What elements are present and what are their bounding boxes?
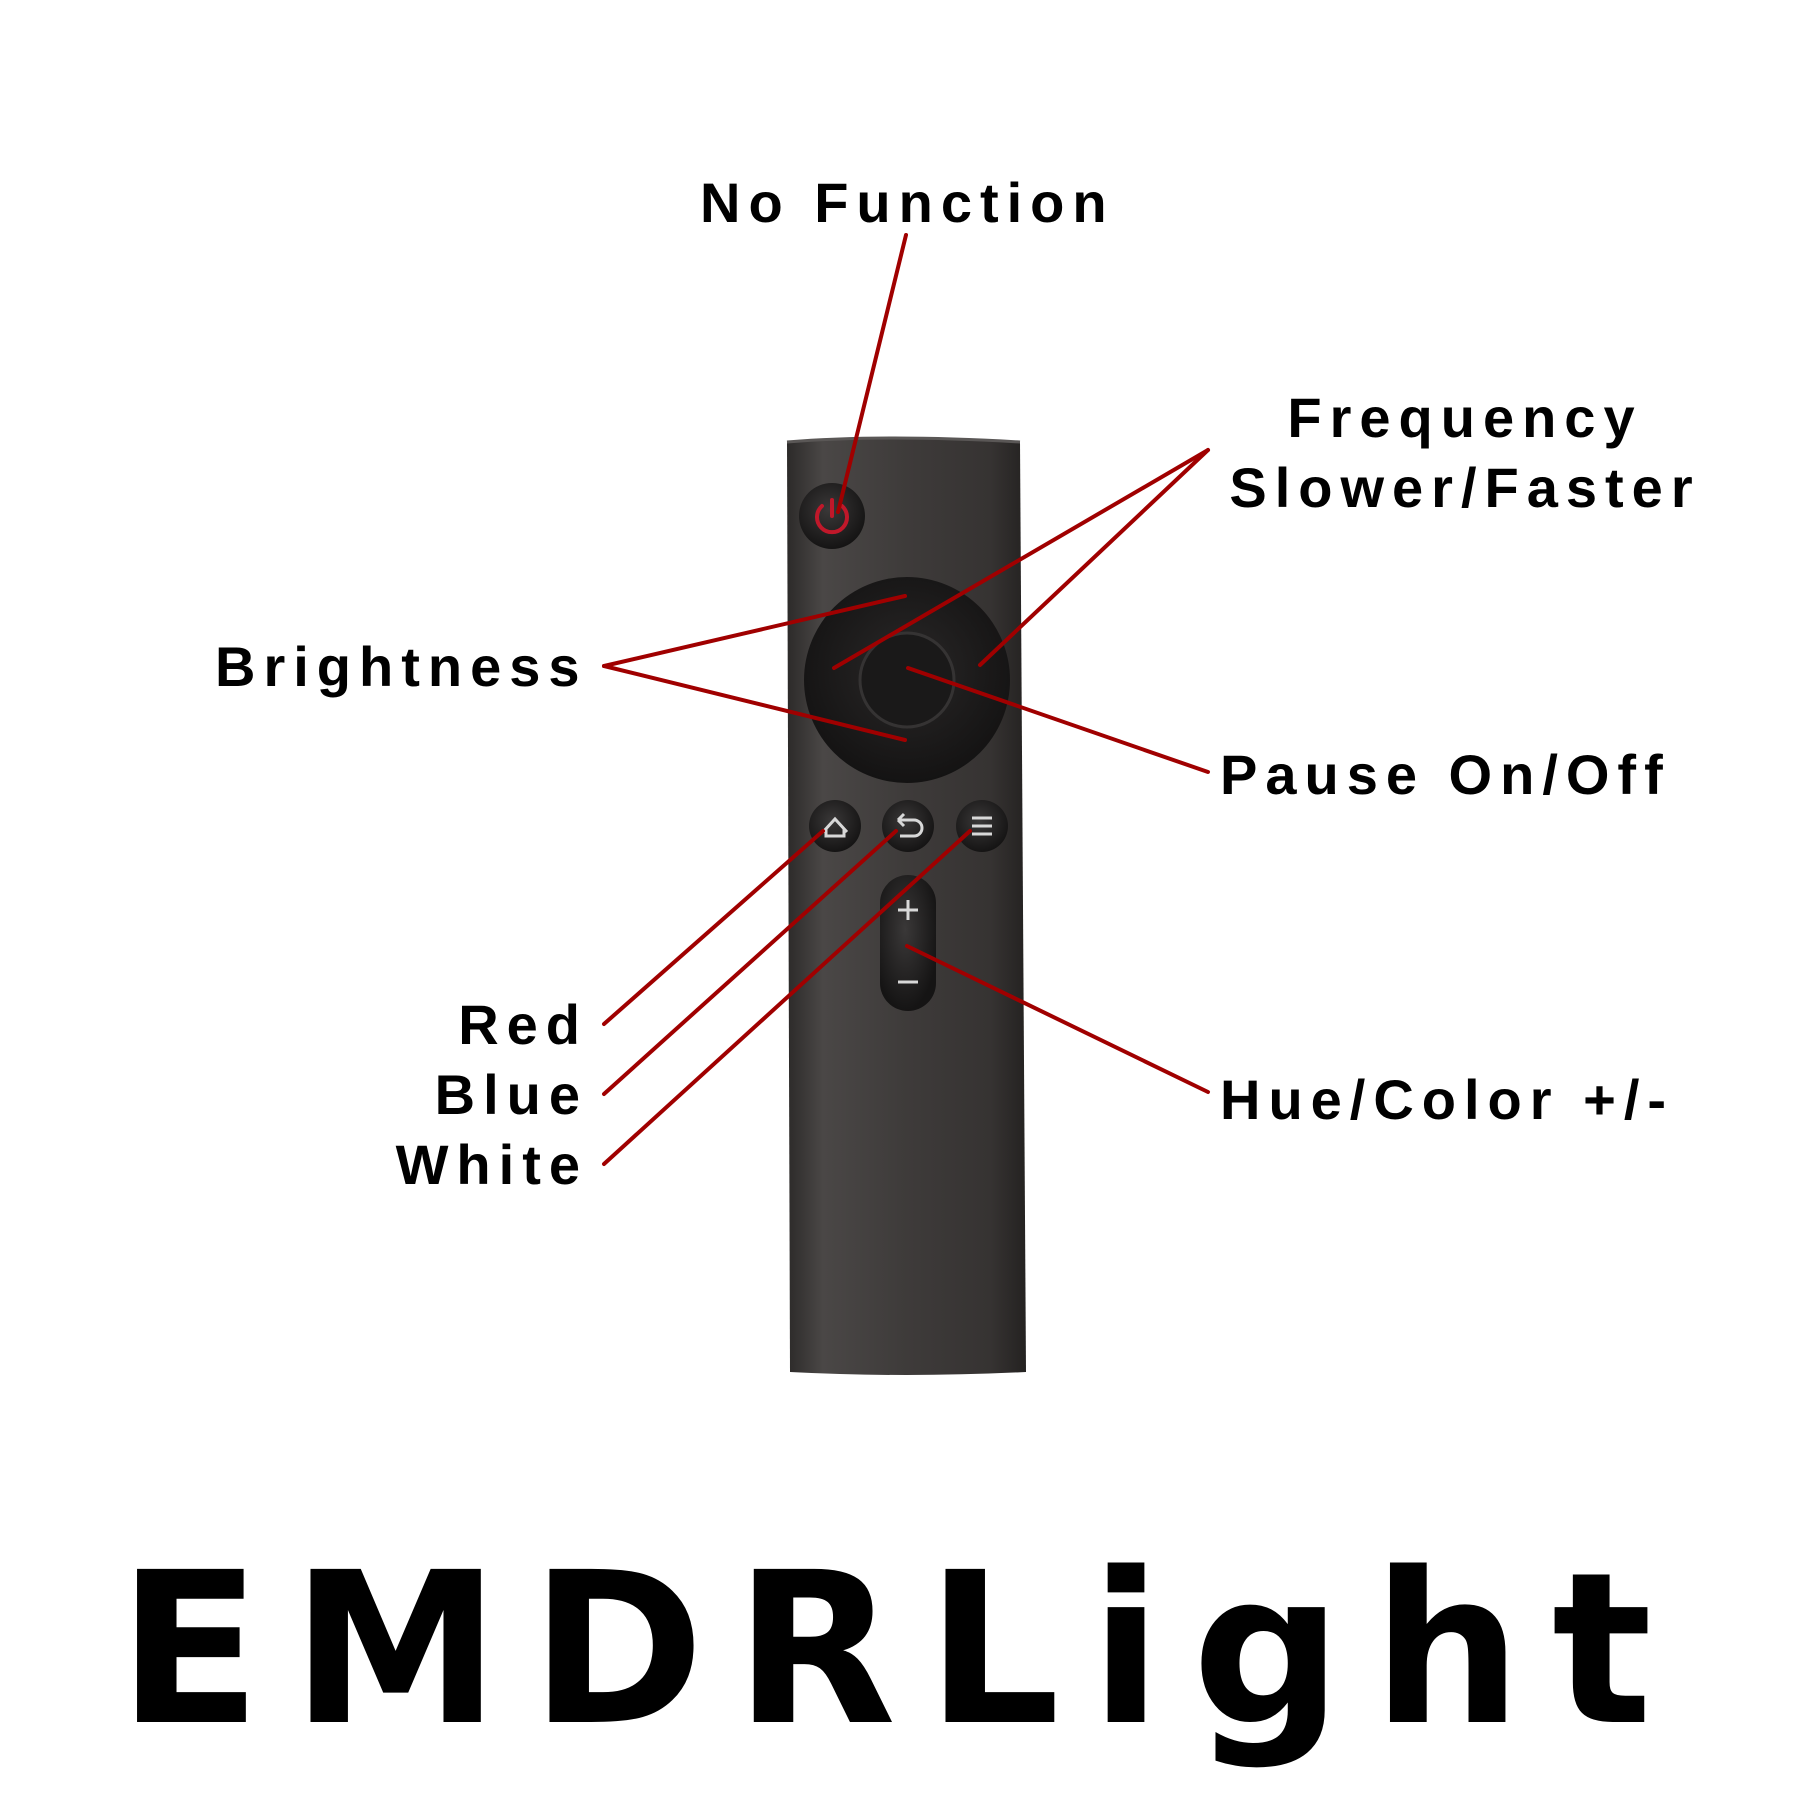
label-frequency-line2: Slower/Faster bbox=[1229, 456, 1701, 519]
leader-brightness-up bbox=[602, 594, 907, 668]
leader-red bbox=[602, 829, 825, 1026]
leader-frequency-left bbox=[832, 448, 1210, 670]
back-button[interactable] bbox=[882, 800, 934, 852]
leader-hue bbox=[905, 944, 1210, 1094]
label-frequency-line1: Frequency bbox=[1287, 386, 1643, 449]
menu-icon bbox=[972, 816, 992, 836]
label-pause: Pause On/Off bbox=[1220, 743, 1671, 806]
label-brightness: Brightness bbox=[215, 635, 588, 698]
power-icon bbox=[815, 498, 849, 535]
label-frequency: Frequency Slower/Faster bbox=[1220, 383, 1710, 523]
leader-pause bbox=[906, 666, 1210, 774]
plus-icon bbox=[898, 900, 918, 920]
leader-no-function bbox=[836, 233, 908, 514]
leader-lines bbox=[602, 233, 1210, 1166]
leader-brightness-down bbox=[602, 664, 907, 742]
home-icon bbox=[821, 816, 849, 838]
back-icon bbox=[896, 812, 924, 838]
label-color-buttons: Red Blue White bbox=[396, 990, 588, 1200]
leader-frequency-right bbox=[978, 448, 1210, 667]
label-white: White bbox=[395, 1133, 588, 1196]
label-blue: Blue bbox=[434, 1063, 588, 1126]
menu-button[interactable] bbox=[956, 800, 1008, 852]
brand-title: EMDRLight bbox=[117, 1527, 1683, 1772]
power-button[interactable] bbox=[799, 483, 865, 549]
center-button[interactable] bbox=[858, 631, 956, 729]
leader-blue bbox=[602, 829, 898, 1096]
label-hue: Hue/Color +/- bbox=[1220, 1068, 1675, 1131]
home-button[interactable] bbox=[809, 800, 861, 852]
hue-rocker[interactable] bbox=[880, 875, 936, 1011]
label-red: Red bbox=[458, 993, 588, 1056]
direction-pad[interactable] bbox=[804, 577, 1010, 783]
label-no-function: No Function bbox=[700, 171, 1115, 234]
remote-control bbox=[786, 436, 1026, 1375]
leader-white bbox=[602, 829, 972, 1166]
